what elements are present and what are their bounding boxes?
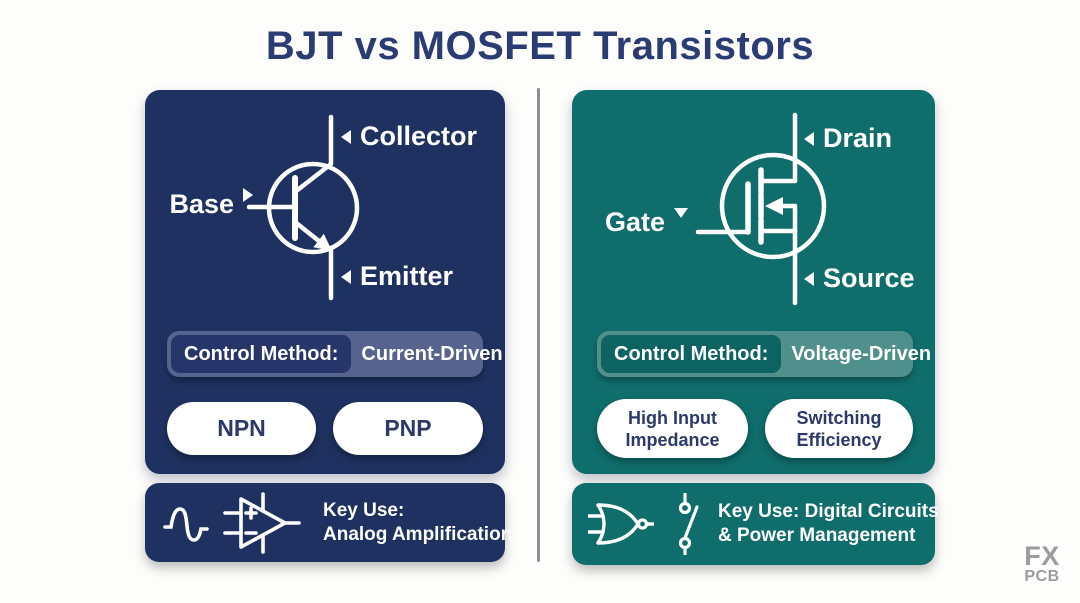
source-label-text: Source (823, 263, 915, 293)
base-label: Base (167, 187, 253, 220)
bjt-control-method-bar: Control Method: Current-Driven (167, 331, 503, 377)
mosfet-key-use-card: Key Use: Digital Circuits & Power Manage… (572, 483, 939, 565)
logo-line-pcb: PCB (1024, 568, 1060, 585)
pnp-pill: PNP (333, 402, 483, 455)
arrow-left-icon (341, 129, 351, 144)
panel-divider (537, 88, 540, 562)
arrow-down-icon (674, 207, 688, 218)
control-method-label: Control Method: (171, 335, 352, 373)
pill-line: High Input (628, 407, 717, 428)
drain-label: Drain (804, 123, 892, 154)
base-label-text: Base (169, 189, 234, 219)
logic-gate-icon (588, 503, 654, 545)
pill-line: Switching (796, 407, 882, 428)
arrow-left-icon (804, 271, 814, 286)
mosfet-panel: Drain Gate Source Control Method: Voltag… (572, 90, 935, 474)
mosfet-symbol-icon (695, 112, 827, 306)
bjt-key-use-text: Key Use: Analog Amplification (323, 499, 512, 547)
npn-pill: NPN (167, 402, 316, 455)
drain-label-text: Drain (823, 123, 893, 153)
high-input-impedance-pill: High Input Impedance (597, 399, 748, 458)
key-use-line1: Key Use: (323, 499, 405, 521)
key-use-line2: Analog Amplification (323, 523, 513, 545)
bjt-key-use-card: Key Use: Analog Amplification (145, 483, 512, 562)
fxpcb-logo: FX PCB (1014, 543, 1070, 585)
arrow-right-icon (243, 187, 253, 202)
arrow-left-icon (804, 131, 814, 146)
pill-line: Impedance (625, 429, 720, 450)
key-use-line2: & Power Management (718, 525, 916, 546)
collector-label: Collector (341, 121, 477, 152)
control-method-label: Control Method: (601, 335, 782, 373)
collector-label-text: Collector (360, 121, 478, 151)
switching-efficiency-pill: Switching Efficiency (765, 399, 913, 458)
page-title: BJT vs MOSFET Transistors (265, 24, 815, 68)
emitter-label: Emitter (341, 261, 453, 292)
op-amp-icon (223, 491, 301, 554)
arrow-left-icon (341, 269, 351, 284)
pill-line: Efficiency (796, 429, 882, 450)
bjt-symbol-icon (246, 114, 360, 301)
mosfet-control-method-bar: Control Method: Voltage-Driven (597, 331, 931, 377)
source-label: Source (804, 263, 915, 294)
mosfet-key-use-text: Key Use: Digital Circuits & Power Manage… (718, 500, 939, 548)
bjt-panel: Collector Base Emitter Control Method: C… (145, 90, 505, 474)
control-method-value: Voltage-Driven (791, 342, 932, 365)
emitter-label-text: Emitter (360, 261, 454, 291)
gate-label-text: Gate (604, 207, 665, 237)
sine-wave-icon (163, 506, 209, 542)
npn-pill-text: NPN (217, 415, 266, 441)
pnp-pill-text: PNP (384, 415, 432, 441)
gate-label: Gate (605, 207, 688, 238)
switch-icon (678, 493, 699, 555)
key-use-line1: Key Use: Digital Circuits (718, 501, 939, 522)
control-method-value: Current-Driven (361, 342, 503, 365)
logo-line-fx: FX (1024, 541, 1060, 571)
